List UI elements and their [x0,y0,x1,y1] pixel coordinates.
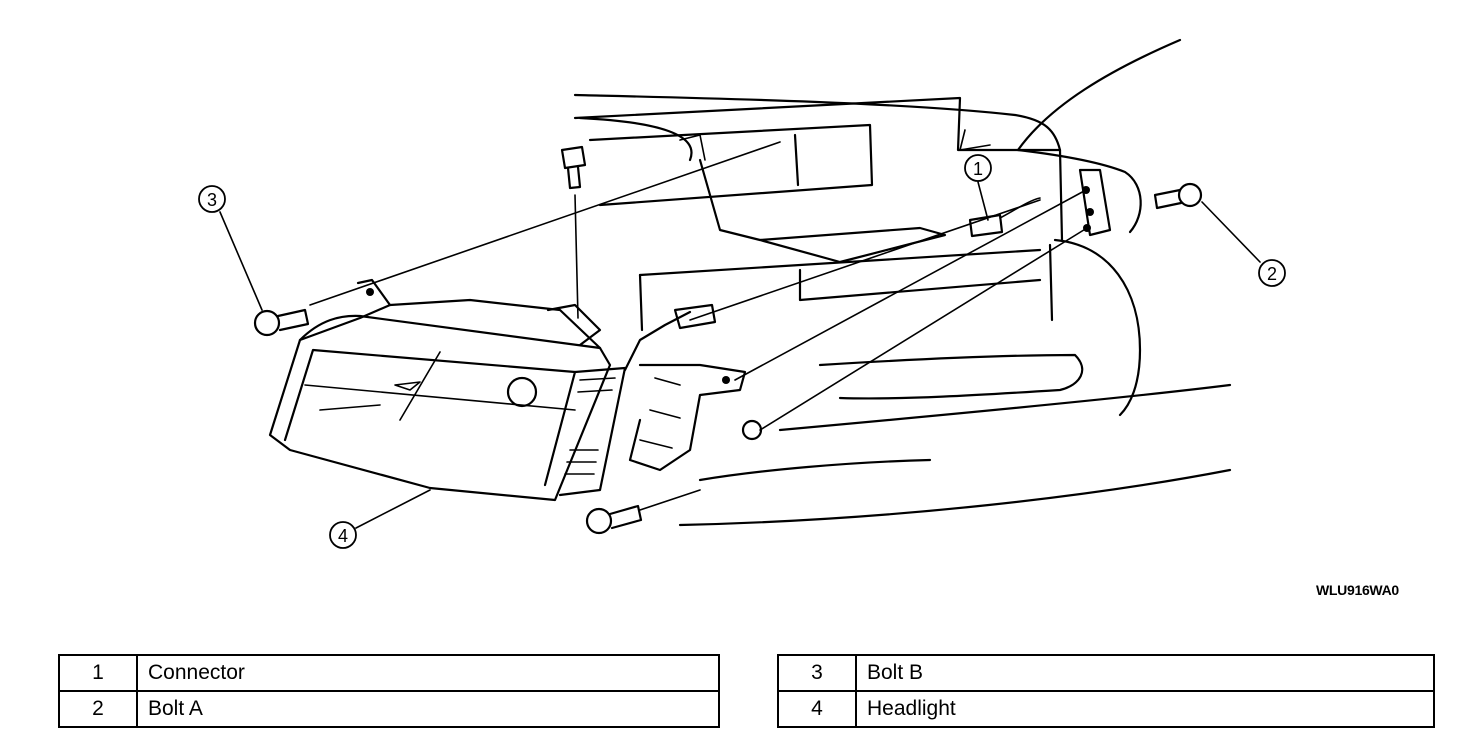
bolt-b-bottom [585,504,643,535]
callout-1: 1 [964,154,992,182]
headlight-assembly [268,278,747,502]
legend-row: 3 Bolt B [777,654,1435,692]
legend-label: Bolt A [136,690,720,728]
connector [968,197,1041,238]
bolt-b-top [560,145,587,190]
legend-label: Headlight [855,690,1435,728]
legend-label: Bolt B [855,654,1435,692]
callout-3: 3 [198,185,226,213]
bolt-b-left [253,308,310,337]
legend-label: Connector [136,654,720,692]
vehicle-body-outline [573,38,1232,527]
legend-number: 3 [777,654,857,692]
svg-text:2: 2 [1267,264,1277,284]
svg-text:1: 1 [973,159,983,179]
assembly-guide-lines [309,141,1088,511]
svg-text:3: 3 [207,190,217,210]
legend-row: 1 Connector [58,654,720,692]
bolt-a-lower [741,419,763,441]
bolt-a-right [1153,182,1203,210]
figure-code: WLU916WA0 [1316,582,1399,598]
callout-2: 2 [1258,259,1286,287]
legend-table-left: 1 Connector 2 Bolt A [58,654,720,728]
svg-text:4: 4 [338,526,348,546]
callout-4: 4 [329,521,357,549]
legend-row: 2 Bolt A [58,690,720,728]
legend-row: 4 Headlight [777,690,1435,728]
legend-number: 4 [777,690,857,728]
headlight-exploded-diagram: 1 2 3 4 [198,38,1286,549]
legend-table-right: 3 Bolt B 4 Headlight [777,654,1435,728]
mounting-panel [573,96,1112,332]
legend-number: 2 [58,690,138,728]
legend-number: 1 [58,654,138,692]
callout-leaders [219,181,1261,529]
